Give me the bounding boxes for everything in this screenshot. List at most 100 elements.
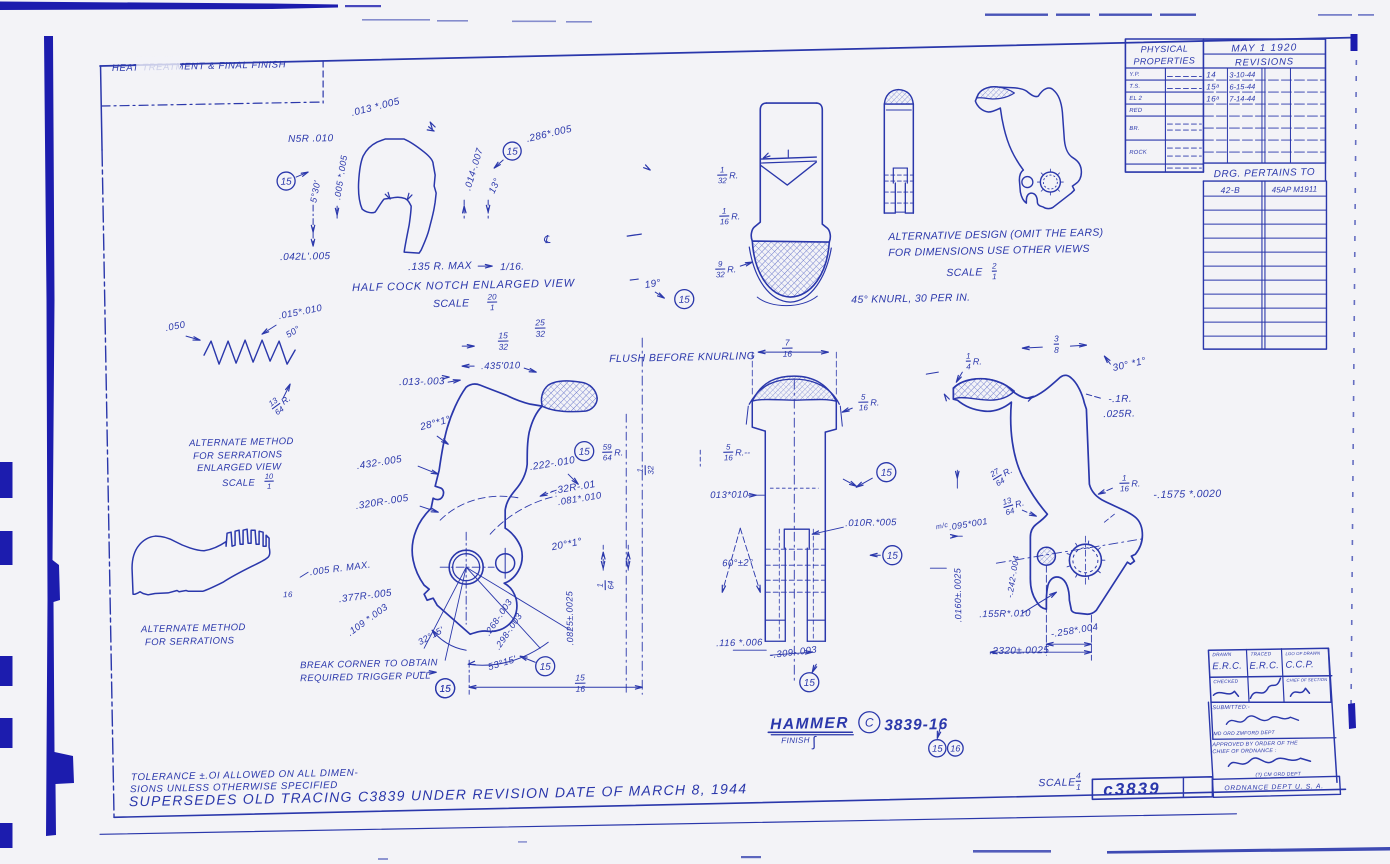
- svg-text:1: 1: [490, 303, 495, 312]
- svg-text:LGO OF DRAWN: LGO OF DRAWN: [1285, 650, 1321, 656]
- svg-text:ORDNANCE DEPT U. S. A.: ORDNANCE DEPT U. S. A.: [1224, 783, 1323, 792]
- svg-text:15: 15: [575, 672, 585, 682]
- svg-text:-.1575 *.0020: -.1575 *.0020: [1153, 488, 1221, 501]
- svg-text:SUBMITTED:-: SUBMITTED:-: [1212, 704, 1249, 711]
- svg-text:SIONS UNLESS OTHERWISE SPECIFI: SIONS UNLESS OTHERWISE SPECIFIED: [130, 780, 338, 795]
- svg-text:.010R.*005: .010R.*005: [845, 517, 897, 529]
- svg-text:15: 15: [804, 678, 816, 689]
- svg-text:Y.P.: Y.P.: [1129, 72, 1140, 78]
- svg-text:1: 1: [722, 206, 727, 215]
- svg-text:5°30': 5°30': [308, 180, 322, 204]
- svg-text:1: 1: [267, 482, 271, 491]
- svg-text:ALTERNATE METHOD: ALTERNATE METHOD: [188, 436, 294, 449]
- svg-text:15: 15: [440, 684, 452, 695]
- svg-text:5: 5: [861, 393, 866, 402]
- svg-text:16: 16: [950, 743, 960, 753]
- svg-text:TRACED: TRACED: [1250, 651, 1271, 657]
- svg-text:m/c: m/c: [935, 522, 949, 531]
- svg-text:FINISH: FINISH: [781, 736, 810, 746]
- svg-text:15: 15: [507, 147, 519, 158]
- svg-text:10: 10: [265, 472, 274, 481]
- svg-text:SCALE: SCALE: [222, 477, 256, 489]
- svg-text:15: 15: [887, 551, 899, 562]
- svg-text:20: 20: [487, 292, 498, 301]
- svg-text:MAY 1 1920: MAY 1 1920: [1231, 42, 1297, 54]
- svg-text:CHIEF OF ORDNANCE :: CHIEF OF ORDNANCE :: [1212, 748, 1276, 755]
- svg-text:APPROVED BY ORDER OF THE: APPROVED BY ORDER OF THE: [1211, 740, 1298, 748]
- svg-text:3: 3: [1054, 333, 1059, 343]
- svg-text:R.: R.: [731, 211, 740, 221]
- svg-text:15ᵃ: 15ᵃ: [1206, 82, 1220, 91]
- svg-text:9: 9: [718, 259, 723, 268]
- svg-text:15: 15: [280, 177, 292, 188]
- svg-text:32: 32: [716, 270, 726, 279]
- svg-text:2: 2: [991, 261, 997, 270]
- svg-text:SCALE: SCALE: [1038, 776, 1076, 789]
- svg-text:3-10-44: 3-10-44: [1229, 70, 1255, 80]
- svg-text:CHECKED: CHECKED: [1213, 679, 1238, 686]
- svg-text:(?) CM ORD DEPT: (?) CM ORD DEPT: [1255, 771, 1301, 778]
- svg-text:3839-16: 3839-16: [884, 716, 948, 734]
- svg-text:16: 16: [724, 453, 734, 462]
- svg-text:64: 64: [606, 580, 615, 590]
- svg-text:59: 59: [603, 443, 613, 452]
- svg-text:16: 16: [283, 590, 293, 599]
- svg-text:16: 16: [859, 403, 869, 412]
- svg-text:1: 1: [1122, 474, 1127, 483]
- svg-text:32: 32: [498, 342, 508, 352]
- svg-text:N5R .010: N5R .010: [288, 133, 334, 145]
- svg-text:4: 4: [1076, 771, 1081, 781]
- svg-text:1: 1: [966, 352, 971, 361]
- svg-text:R.: R.: [729, 170, 738, 180]
- svg-text:32: 32: [718, 176, 728, 185]
- svg-text:DRG. PERTAINS TO: DRG. PERTAINS TO: [1214, 167, 1316, 180]
- svg-text:8: 8: [1054, 345, 1059, 355]
- svg-text:64: 64: [603, 453, 613, 462]
- svg-text:5: 5: [726, 443, 731, 452]
- svg-text:15: 15: [440, 684, 452, 695]
- svg-text:15: 15: [579, 447, 591, 458]
- svg-text:R.: R.: [727, 264, 736, 274]
- svg-text:REVISIONS: REVISIONS: [1235, 56, 1294, 68]
- svg-text:7-14-44: 7-14-44: [1229, 94, 1255, 104]
- svg-text:1: 1: [1076, 782, 1081, 792]
- svg-text:1: 1: [596, 583, 605, 588]
- svg-text:4: 4: [966, 362, 971, 371]
- svg-text:.0825±.0025: .0825±.0025: [564, 590, 575, 645]
- svg-text:19°: 19°: [644, 278, 662, 291]
- svg-text:16: 16: [1120, 484, 1130, 493]
- svg-text:TOLERANCE ±.OI ALLOWED ON ALL: TOLERANCE ±.OI ALLOWED ON ALL DIMEN-: [131, 768, 359, 784]
- svg-text:R.: R.: [1014, 498, 1025, 510]
- svg-text:1: 1: [636, 468, 645, 473]
- svg-text:.155R*.010: .155R*.010: [979, 608, 1031, 620]
- svg-text:16: 16: [783, 349, 793, 359]
- svg-text:E.R.C.: E.R.C.: [1249, 660, 1279, 672]
- svg-text:15: 15: [932, 744, 943, 755]
- svg-text:EL 2: EL 2: [1129, 96, 1142, 102]
- svg-text:ENLARGED VIEW: ENLARGED VIEW: [197, 461, 282, 474]
- svg-text:13: 13: [1001, 496, 1013, 507]
- svg-text:R.: R.: [870, 397, 879, 407]
- svg-text:16ᵃ: 16ᵃ: [1206, 94, 1220, 103]
- svg-text:c3839: c3839: [1103, 779, 1161, 799]
- svg-text:∫: ∫: [811, 733, 817, 750]
- svg-text:.435'010: .435'010: [481, 360, 521, 372]
- svg-text:BR.: BR.: [1129, 126, 1139, 132]
- svg-text:32: 32: [646, 465, 655, 475]
- svg-text:15: 15: [679, 295, 691, 306]
- svg-text:FOR SERRATIONS: FOR SERRATIONS: [145, 635, 235, 648]
- svg-text:RED: RED: [1129, 108, 1142, 114]
- svg-text:BREAK CORNER TO OBTAIN: BREAK CORNER TO OBTAIN: [300, 657, 438, 671]
- svg-text:-.1R.: -.1R.: [1108, 394, 1132, 405]
- svg-text:R.: R.: [1001, 465, 1014, 478]
- svg-text:R.: R.: [614, 447, 623, 457]
- svg-text:45AP M1911: 45AP M1911: [1272, 185, 1318, 195]
- svg-text:R.: R.: [973, 356, 982, 366]
- svg-text:60°±2°: 60°±2°: [722, 558, 753, 570]
- svg-text:6-15-44: 6-15-44: [1229, 82, 1255, 92]
- svg-text:R.: R.: [1131, 478, 1140, 488]
- svg-text:FOR DIMENSIONS USE OTHER VIEWS: FOR DIMENSIONS USE OTHER VIEWS: [888, 243, 1090, 259]
- svg-text:ROCK: ROCK: [1129, 150, 1148, 156]
- svg-text:C.C.P.: C.C.P.: [1285, 659, 1314, 671]
- svg-text:.0160±.0025: .0160±.0025: [952, 567, 963, 622]
